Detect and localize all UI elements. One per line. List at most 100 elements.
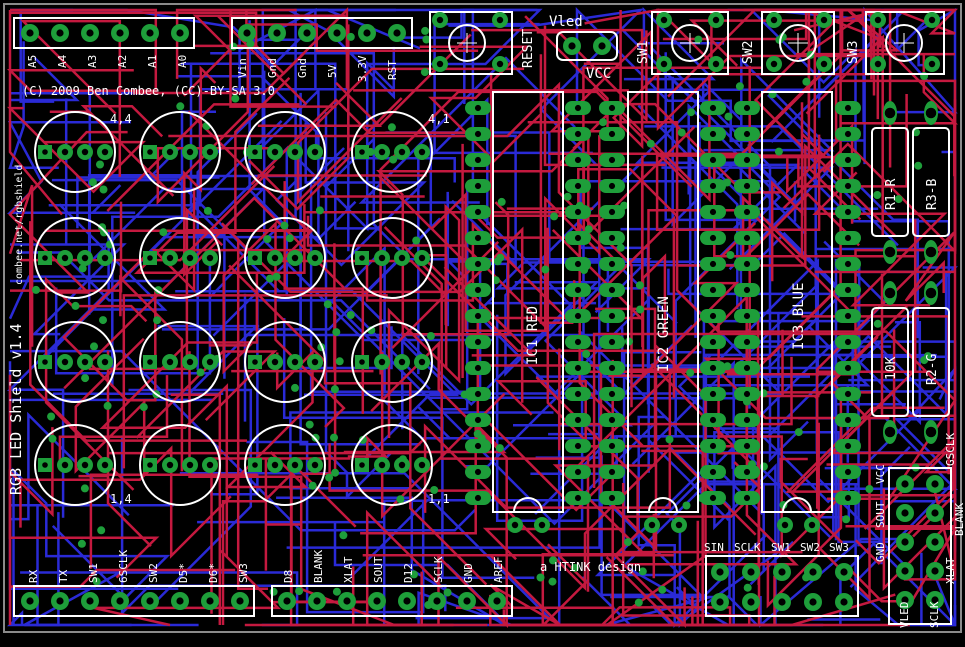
trace	[622, 350, 751, 556]
pad-hole	[291, 254, 299, 262]
pad-hole	[61, 148, 69, 156]
pad-hole	[252, 462, 258, 468]
pad-hole	[709, 130, 717, 138]
reset-button-footprint	[429, 11, 513, 75]
via	[331, 468, 340, 477]
trace	[419, 45, 530, 157]
pad-hole	[778, 598, 786, 606]
trace	[51, 176, 250, 253]
pad-hole	[844, 182, 852, 190]
via	[842, 515, 851, 524]
via	[686, 368, 695, 377]
label-sclk-bm: SCLK	[432, 556, 445, 583]
via	[196, 368, 205, 377]
pad-hole	[378, 254, 386, 262]
pad-hole	[436, 60, 444, 68]
pad-hole	[608, 442, 616, 450]
led-label-1-4: 1,4	[110, 492, 132, 506]
via	[203, 206, 212, 215]
pad-hole	[574, 156, 582, 164]
pad-hole	[393, 29, 401, 37]
via	[325, 473, 334, 482]
jumper-outline	[556, 31, 618, 61]
pad-hole	[206, 254, 214, 262]
pad-hole	[474, 416, 482, 424]
trace	[6, 106, 147, 194]
trace	[78, 350, 152, 547]
via	[735, 82, 744, 91]
header-right-pads	[432, 12, 944, 609]
trace	[299, 219, 393, 370]
via	[285, 234, 294, 243]
pad-hole	[844, 156, 852, 164]
trace	[489, 72, 542, 237]
pad-hole	[574, 130, 582, 138]
led-outline	[244, 111, 326, 193]
right-label-gsclk: GSCLK	[944, 433, 957, 466]
pad-hole	[56, 597, 64, 605]
trace	[180, 62, 381, 230]
trace	[417, 151, 593, 375]
label-xlat: XLAT	[342, 556, 355, 583]
via	[396, 495, 405, 504]
pad-hole	[26, 29, 34, 37]
pad-hole	[743, 312, 751, 320]
exp-label-sin: SIN	[704, 541, 724, 554]
label-sw2-bl: SW2	[147, 563, 160, 583]
trace	[846, 541, 957, 626]
ic1-label: IC1 RED	[525, 306, 541, 365]
trace	[132, 6, 349, 95]
led-label-4-1: 4,1	[428, 112, 450, 126]
via	[550, 212, 559, 221]
label-tx: TX	[57, 569, 70, 583]
via	[99, 185, 108, 194]
via	[584, 225, 593, 234]
pad-hole	[608, 130, 616, 138]
pad-hole	[61, 358, 69, 366]
via	[92, 577, 101, 586]
trace	[786, 123, 854, 224]
ic2-outline	[627, 91, 699, 513]
pad-hole	[931, 538, 939, 546]
pad-hole	[116, 29, 124, 37]
header-power-labels: Vin Gnd Gnd 5V 3.3V RST	[236, 55, 399, 82]
pad-hole	[291, 148, 299, 156]
pad-hole	[418, 148, 426, 156]
via	[682, 501, 691, 510]
pad-hole	[463, 597, 471, 605]
trace	[380, 352, 506, 520]
label-a5: A5	[26, 55, 39, 68]
resistor-r2-outline	[912, 307, 950, 417]
pad-hole	[781, 521, 789, 529]
ic-pads	[465, 101, 861, 533]
via	[646, 139, 655, 148]
label-blank: BLANK	[312, 550, 325, 583]
pad-hole	[874, 60, 882, 68]
pad-hole	[598, 42, 606, 50]
via	[694, 35, 703, 44]
pad-hole	[474, 338, 482, 346]
pad-hole	[743, 260, 751, 268]
pad-hole	[884, 107, 896, 119]
label-vin: Vin	[236, 58, 249, 78]
pad-hole	[474, 442, 482, 450]
pad-hole	[26, 597, 34, 605]
ic-notch	[648, 497, 678, 513]
pad-hole	[884, 426, 896, 438]
resistor-r1-label: R1-R	[884, 179, 899, 210]
via	[636, 305, 645, 314]
pad-hole	[743, 468, 751, 476]
pad-hole	[574, 364, 582, 372]
pad-hole	[844, 312, 852, 320]
pad-hole	[712, 60, 720, 68]
via	[495, 444, 504, 453]
led-outline	[34, 111, 116, 193]
trace	[674, 102, 782, 437]
resistor-10k-label: 10K	[884, 356, 899, 380]
trace	[347, 435, 389, 460]
trace	[122, 294, 388, 469]
trace	[577, 168, 679, 234]
pad-hole	[206, 597, 214, 605]
pad-hole	[743, 390, 751, 398]
pad-hole	[206, 148, 214, 156]
